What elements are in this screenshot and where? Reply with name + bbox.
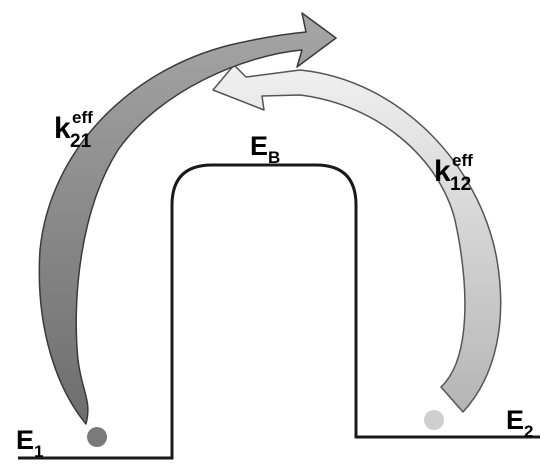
energy-profile-line	[18, 163, 540, 460]
arrow-k12	[212, 64, 502, 413]
label-k21-sub: 21	[70, 131, 92, 152]
label-eb: EB	[250, 131, 280, 167]
label-e2: E2	[506, 405, 533, 441]
label-e1: E1	[16, 425, 43, 461]
particle-well-1	[87, 427, 107, 447]
label-k12-main: k	[434, 155, 451, 188]
particle-well-2	[424, 410, 444, 430]
label-k21-main: k	[54, 112, 71, 145]
label-k12-sup: eff	[452, 151, 473, 170]
label-k12-sub: 12	[450, 174, 471, 195]
label-k21-sup: eff	[72, 108, 93, 127]
arrow-k21	[38, 12, 337, 425]
